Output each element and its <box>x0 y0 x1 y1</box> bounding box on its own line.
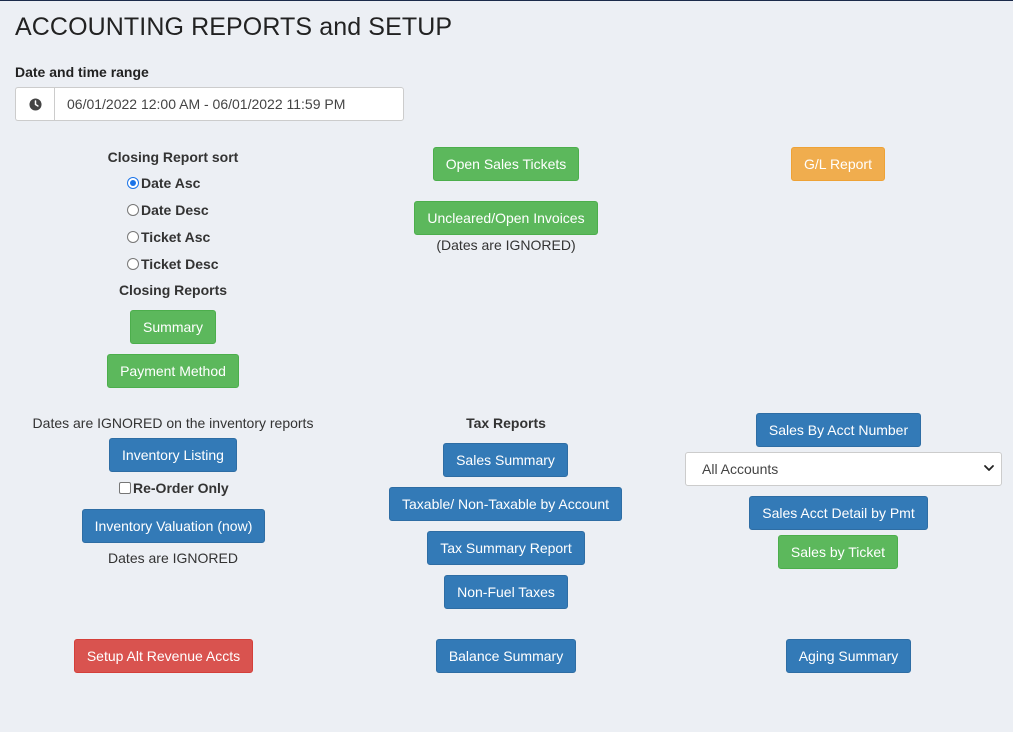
sort-option-ticket-desc[interactable]: Ticket Desc <box>127 256 219 272</box>
setup-alt-revenue-accts-button[interactable]: Setup Alt Revenue Accts <box>74 639 253 673</box>
inventory-valuation-button[interactable]: Inventory Valuation (now) <box>82 509 265 543</box>
tax-sales-summary-button[interactable]: Sales Summary <box>443 443 568 477</box>
radio-ticket-asc[interactable] <box>127 231 139 243</box>
sort-option-label: Date Asc <box>141 175 201 191</box>
account-select[interactable]: All Accounts <box>685 452 1002 486</box>
non-fuel-taxes-button[interactable]: Non-Fuel Taxes <box>444 575 568 609</box>
page-title: ACCOUNTING REPORTS and SETUP <box>15 13 453 41</box>
inventory-valuation-note: Dates are IGNORED <box>108 550 238 566</box>
sort-option-label: Ticket Desc <box>141 256 219 272</box>
sort-option-label: Date Desc <box>141 202 209 218</box>
tax-summary-report-button[interactable]: Tax Summary Report <box>427 531 585 565</box>
sort-option-label: Ticket Asc <box>141 229 211 245</box>
sort-option-date-asc[interactable]: Date Asc <box>127 175 200 191</box>
date-range-group <box>15 87 404 121</box>
sort-option-ticket-asc[interactable]: Ticket Asc <box>127 229 210 245</box>
sort-option-date-desc[interactable]: Date Desc <box>127 202 209 218</box>
inventory-dates-note: Dates are IGNORED on the inventory repor… <box>32 415 314 431</box>
summary-button[interactable]: Summary <box>130 310 216 344</box>
tax-reports-heading: Tax Reports <box>466 415 546 431</box>
reorder-only-checkbox[interactable] <box>119 482 131 494</box>
inventory-listing-button[interactable]: Inventory Listing <box>109 438 237 472</box>
uncleared-note: (Dates are IGNORED) <box>436 237 576 253</box>
chevron-down-icon <box>983 461 995 477</box>
gl-report-button[interactable]: G/L Report <box>791 147 885 181</box>
sales-by-acct-number-button[interactable]: Sales By Acct Number <box>756 413 921 447</box>
radio-ticket-desc[interactable] <box>127 258 139 270</box>
sales-acct-detail-by-pmt-button[interactable]: Sales Acct Detail by Pmt <box>749 496 928 530</box>
uncleared-open-invoices-button[interactable]: Uncleared/Open Invoices <box>414 201 598 235</box>
date-range-input[interactable] <box>54 87 404 121</box>
clock-icon <box>15 87 54 121</box>
balance-summary-button[interactable]: Balance Summary <box>436 639 576 673</box>
payment-method-button[interactable]: Payment Method <box>107 354 239 388</box>
sales-by-ticket-button[interactable]: Sales by Ticket <box>778 535 898 569</box>
account-select-value: All Accounts <box>702 461 779 477</box>
closing-sort-heading: Closing Report sort <box>107 149 239 165</box>
taxable-non-taxable-button[interactable]: Taxable/ Non-Taxable by Account <box>389 487 622 521</box>
aging-summary-button[interactable]: Aging Summary <box>786 639 911 673</box>
reorder-only-label: Re-Order Only <box>133 480 229 496</box>
closing-reports-heading: Closing Reports <box>118 282 228 298</box>
radio-date-desc[interactable] <box>127 204 139 216</box>
radio-date-asc[interactable] <box>127 177 139 189</box>
open-sales-tickets-button[interactable]: Open Sales Tickets <box>433 147 579 181</box>
reorder-only-checkbox-row[interactable]: Re-Order Only <box>119 480 229 496</box>
date-range-label: Date and time range <box>15 64 149 80</box>
